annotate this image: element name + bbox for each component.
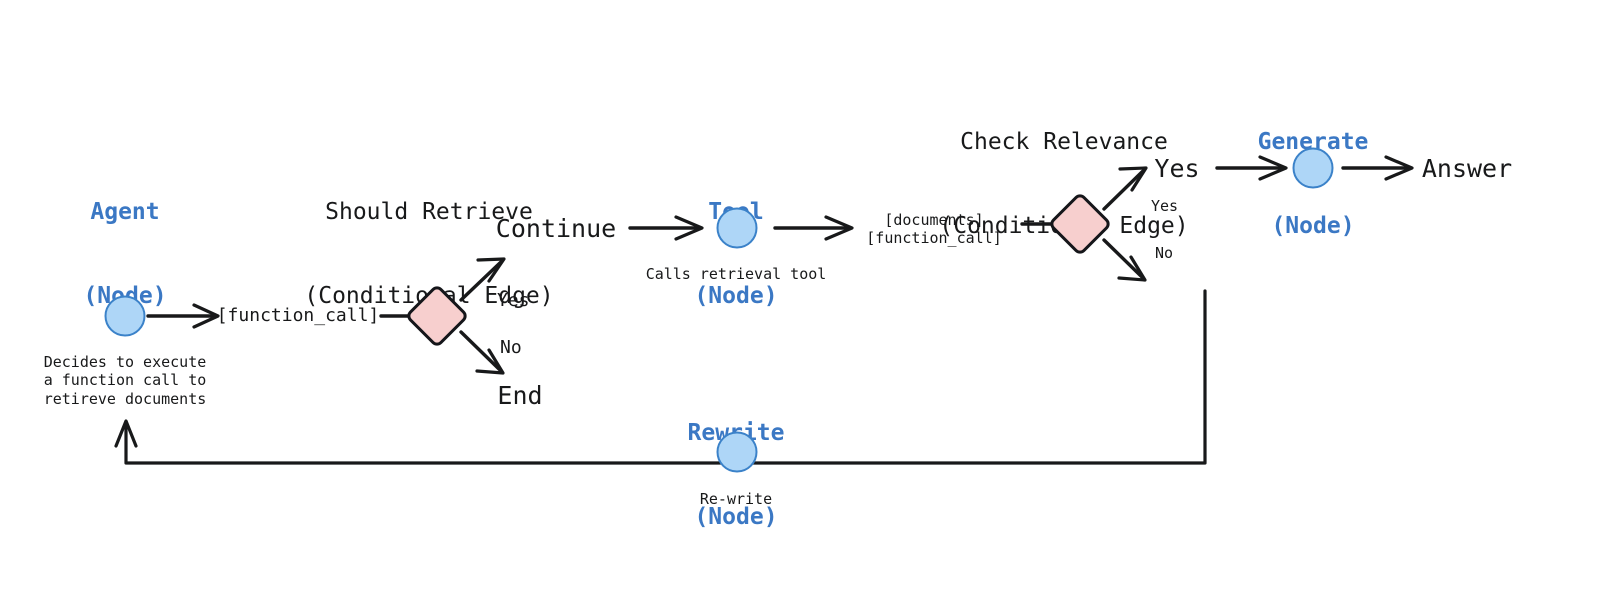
edge-continue-to-tool: [628, 215, 704, 241]
heading-tool: Tool (Node): [694, 142, 777, 366]
heading-tool-line2: (Node): [694, 283, 778, 310]
label-check-yes-primary: Yes: [1154, 154, 1200, 183]
node-rewrite[interactable]: [716, 431, 758, 473]
label-continue: Continue: [495, 214, 617, 243]
node-tool[interactable]: [716, 207, 758, 249]
caption-agent: Decides to execute a function call to re…: [43, 353, 207, 408]
label-check-yes-branch: Yes: [1151, 197, 1179, 215]
caption-tool: Calls retrieval tool: [645, 265, 827, 283]
label-should-retrieve-yes: Yes: [497, 290, 530, 311]
heading-generate: Generate (Node): [1258, 72, 1369, 296]
label-should-retrieve-no: No: [500, 337, 522, 358]
heading-check-relevance: Check Relevance (Conditional Edge): [939, 72, 1188, 296]
heading-generate-line2: (Node): [1271, 213, 1355, 240]
heading-should-retrieve-line1: Should Retrieve: [325, 199, 533, 226]
node-generate[interactable]: [1292, 147, 1334, 189]
heading-rewrite-line2: (Node): [694, 504, 778, 531]
edge-tool-to-documents: [773, 215, 854, 241]
heading-rewrite: Rewrite (Node): [688, 363, 785, 587]
heading-should-retrieve: Should Retrieve (Conditional Edge): [304, 142, 553, 366]
label-documents-function-call: [documents] [function_call]: [866, 211, 1002, 248]
caption-rewrite: Re-write: [699, 490, 773, 508]
heading-check-relevance-line1: Check Relevance: [960, 129, 1168, 156]
label-function-call-agent: [function_call]: [216, 305, 380, 326]
heading-agent-line1: Agent: [90, 199, 160, 226]
node-agent[interactable]: [104, 295, 146, 337]
label-end: End: [497, 381, 543, 410]
label-answer: Answer: [1421, 154, 1513, 183]
label-check-no-branch: No: [1155, 244, 1174, 262]
